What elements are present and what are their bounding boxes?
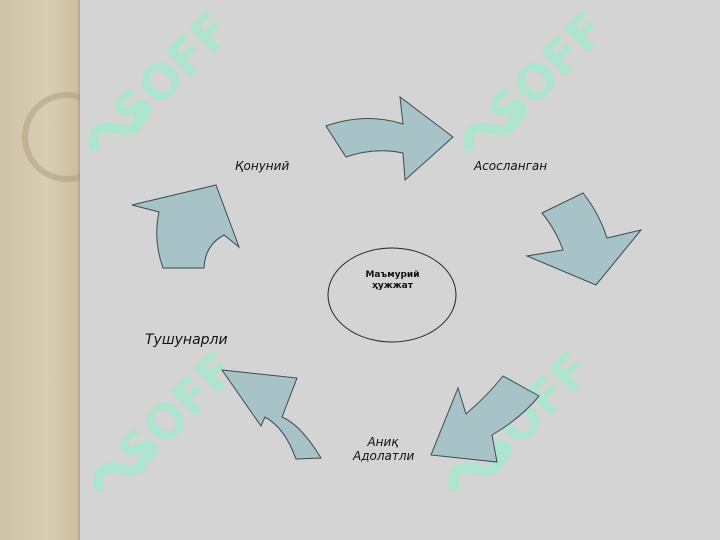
label-top-left: Қонуний: [235, 159, 290, 173]
watermark-logo: SOFF: [93, 342, 247, 492]
center-label-line1: Маъмурий: [365, 270, 420, 280]
watermark-text: SOFF: [108, 342, 247, 481]
watermark-text: SOFF: [478, 2, 617, 141]
left-decorative-strip: [0, 0, 112, 540]
watermark-text: SOFF: [103, 2, 242, 141]
label-bottom: Аниқ Адолатли: [353, 435, 415, 463]
arrow-top: [325, 95, 454, 182]
arrow-bottom-left: [220, 369, 322, 460]
watermark-logo: SOFF: [88, 2, 242, 152]
watermark-logo: SOFF: [463, 2, 617, 152]
slide-content-area: [80, 0, 720, 540]
center-node-label: Маъмурий ҳужжат: [335, 270, 450, 292]
center-ellipse: [327, 247, 457, 343]
label-bottom-line1: Аниқ: [367, 435, 399, 449]
label-left: Тушунарли: [145, 332, 228, 348]
arrow-bottom-right: [430, 375, 540, 463]
arrow-right: [525, 192, 643, 286]
center-label-line2: ҳужжат: [372, 281, 413, 291]
label-bottom-line2: Адолатли: [353, 449, 415, 463]
label-top-right: Асосланган: [474, 159, 548, 173]
arrow-left: [131, 184, 241, 269]
